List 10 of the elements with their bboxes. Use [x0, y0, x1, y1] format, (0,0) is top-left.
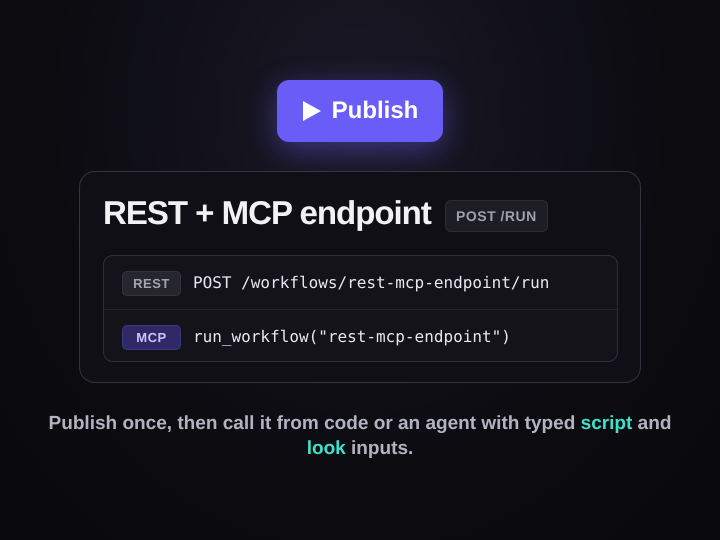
- code-text: POST /workflows/rest-mcp-endpoint/run: [193, 272, 550, 294]
- endpoint-card: [79, 171, 641, 383]
- card-title: REST + MCP endpoint: [103, 194, 431, 232]
- publish-button: Publish: [277, 80, 443, 142]
- code-text: run_workflow("rest-mcp-endpoint"): [193, 326, 511, 348]
- caption: Publish once, then call it from code or an agent with typed script and look inputs.: [48, 412, 672, 461]
- protocol-badge: MCP: [122, 325, 181, 350]
- code-panel: [103, 255, 618, 362]
- method-badge: POST /RUN: [445, 200, 548, 232]
- protocol-badge: REST: [122, 271, 181, 296]
